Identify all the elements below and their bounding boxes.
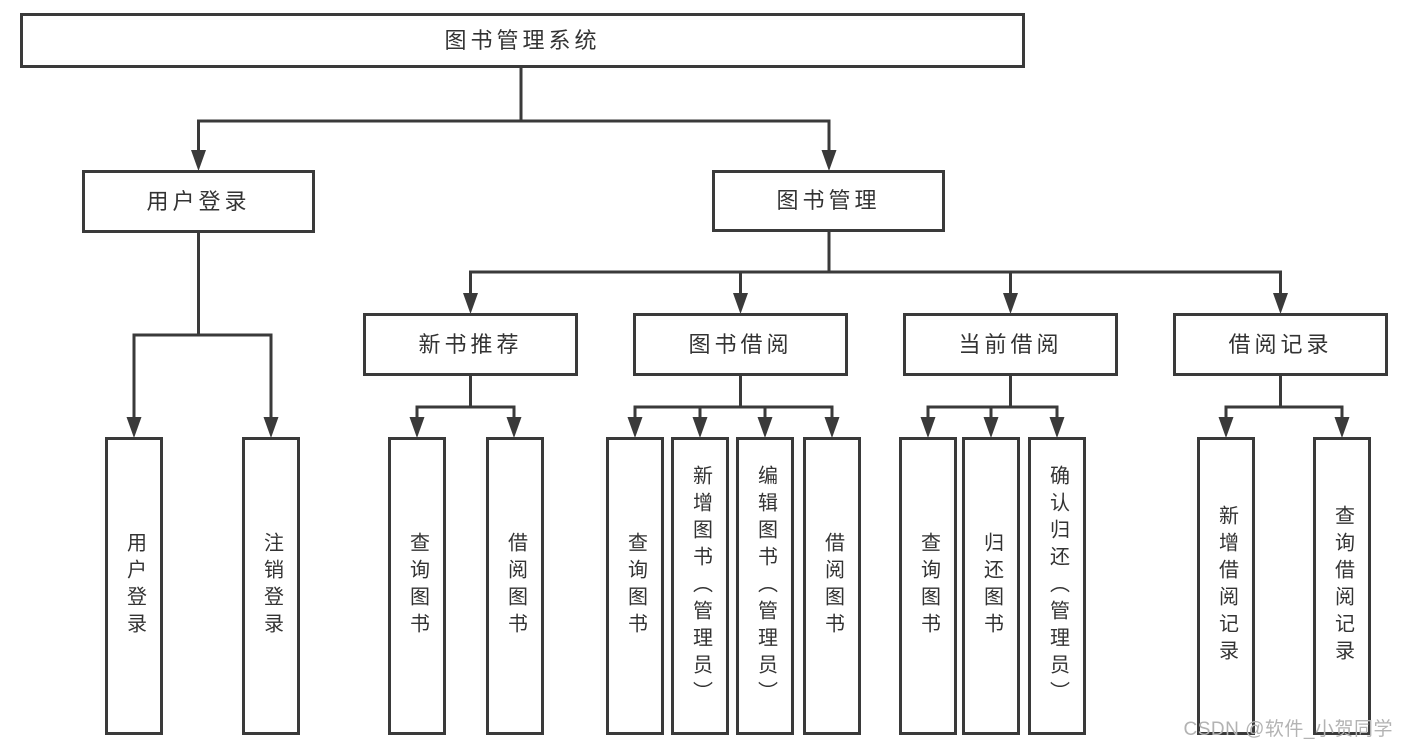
leaf-borrow-query-books: 查询图书 <box>606 437 664 735</box>
leaf-newbook-borrow-books: 借阅图书 <box>486 437 544 735</box>
leaf-logout: 注销登录 <box>242 437 300 735</box>
leaf-borrow-borrow-books: 借阅图书 <box>803 437 861 735</box>
csdn-watermark: CSDN @软件_小贺同学 <box>1183 719 1393 740</box>
leaf-borrow-add-books-admin: 新增图书（管理员） <box>671 437 729 735</box>
leaf-newbook-query-books: 查询图书 <box>388 437 446 735</box>
leaf-borrow-edit-books-admin: 编辑图书（管理员） <box>736 437 794 735</box>
leaf-records-query-record: 查询借阅记录 <box>1313 437 1371 735</box>
node-book-borrow: 图书借阅 <box>633 313 848 376</box>
leaf-records-add-record: 新增借阅记录 <box>1197 437 1255 735</box>
leaf-current-query-books: 查询图书 <box>899 437 957 735</box>
node-root: 图书管理系统 <box>20 13 1025 68</box>
leaf-current-return-books: 归还图书 <box>962 437 1020 735</box>
node-current-borrow: 当前借阅 <box>903 313 1118 376</box>
node-new-book-recommend: 新书推荐 <box>363 313 578 376</box>
leaf-user-login: 用户登录 <box>105 437 163 735</box>
node-book-management: 图书管理 <box>712 170 945 232</box>
node-borrow-records: 借阅记录 <box>1173 313 1388 376</box>
node-user-login: 用户登录 <box>82 170 315 233</box>
leaf-current-confirm-return-admin: 确认归还（管理员） <box>1028 437 1086 735</box>
